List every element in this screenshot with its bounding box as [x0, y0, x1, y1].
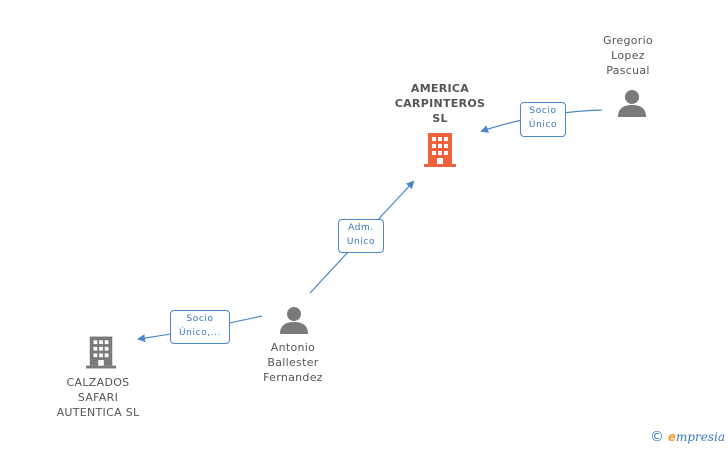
person-icon: [280, 307, 308, 334]
building-icon: [424, 133, 456, 167]
edge-label-line1: Socio: [529, 106, 557, 116]
brand-initial: e: [667, 430, 676, 444]
node-calzados-line2: SAFARI: [77, 391, 119, 404]
edge-label-antonio-america[interactable]: Adm. Unico: [338, 219, 384, 253]
edge-label-line2: Unico: [346, 237, 376, 247]
edge-label-antonio-calzados[interactable]: Socio Único,...: [170, 310, 230, 344]
node-america-line2: CARPINTEROS: [394, 97, 486, 110]
node-gregorio-line3: Pascual: [606, 64, 650, 77]
node-antonio-label: Antonio Ballester Fernandez: [248, 340, 338, 385]
node-antonio-line1: Antonio: [270, 341, 316, 354]
person-icon: [618, 90, 646, 117]
node-america-line1: AMERICA: [410, 82, 470, 95]
node-america-line3: SL: [432, 112, 448, 125]
empresia-watermark[interactable]: © empresia: [650, 429, 725, 445]
edge-label-line1: Adm.: [348, 223, 374, 233]
building-icon: [86, 336, 116, 369]
node-calzados-label: CALZADOS SAFARI AUTENTICA SL: [48, 375, 148, 420]
node-calzados-line1: CALZADOS: [66, 376, 130, 389]
node-antonio-line2: Ballester: [267, 356, 319, 369]
node-gregorio-line1: Gregorio: [603, 34, 653, 47]
node-gregorio-line2: Lopez: [611, 49, 645, 62]
edge-label-line1: Socio: [186, 314, 214, 324]
node-antonio-line3: Fernandez: [263, 371, 323, 384]
node-america-label: AMERICA CARPINTEROS SL: [385, 81, 495, 126]
node-gregorio-label: Gregorio Lopez Pascual: [588, 33, 668, 78]
brand-name: mpresia: [675, 430, 726, 444]
copyright-symbol: ©: [650, 429, 664, 445]
edge-label-gregorio-america[interactable]: Socio Único: [520, 102, 566, 137]
edge-label-line2: Único,...: [178, 328, 222, 338]
node-calzados-line3: AUTENTICA SL: [56, 406, 140, 419]
edge-label-line2: Único: [528, 120, 558, 130]
